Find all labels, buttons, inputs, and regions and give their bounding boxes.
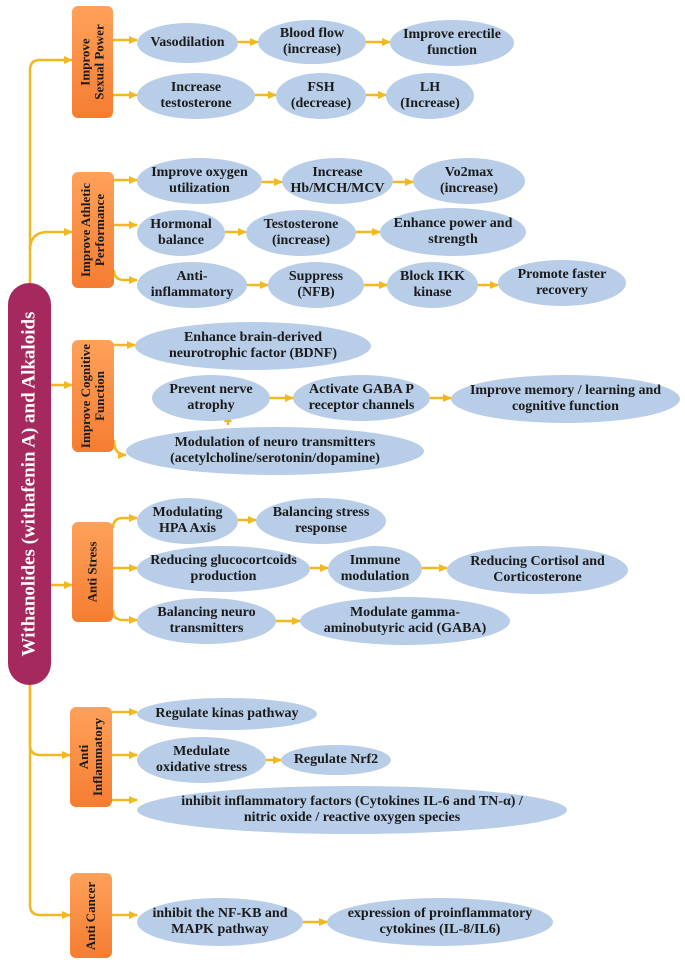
node-text: Enhance brain-derived neurotrophic facto… bbox=[169, 330, 337, 361]
node-text: inhibit the NF-KB and MAPK pathway bbox=[152, 906, 288, 937]
node-text: Balancing stress response bbox=[272, 505, 370, 536]
node-increase-testosterone: Increase testosterone bbox=[137, 73, 255, 119]
node-regulate-nrf2: Regulate Nrf2 bbox=[281, 745, 391, 775]
node-bdnf: Enhance brain-derived neurotrophic facto… bbox=[135, 322, 371, 370]
node-text: Reducing glucocortcoids production bbox=[150, 553, 297, 584]
node-text: Improve erectile function bbox=[403, 27, 501, 58]
node-testosterone-increase: Testosterone (increase) bbox=[246, 210, 356, 256]
category-cognitive-function: Improve Cognitive Function bbox=[72, 340, 114, 452]
node-prevent-nerve-atrophy: Prevent nerve atrophy bbox=[152, 375, 270, 421]
node-vasodilation: Vasodilation bbox=[137, 23, 238, 63]
node-immune-modulation: Immune modulation bbox=[328, 546, 422, 592]
node-glucocorticoids: Reducing glucocortcoids production bbox=[137, 546, 310, 592]
category-athletic-performance: Improve Athletic Performance bbox=[72, 172, 114, 288]
node-hpa-axis: Modulating HPA Axis bbox=[137, 498, 238, 544]
node-text: Prevent nerve atrophy bbox=[169, 382, 253, 413]
node-erectile-function: Improve erectile function bbox=[390, 20, 514, 66]
category-sexual-power: Improve Sexual Power bbox=[72, 6, 113, 118]
node-text: Modulating HPA Axis bbox=[152, 505, 223, 536]
node-neuro-transmitters-modulation: Modulation of neuro transmitters (acetyl… bbox=[126, 427, 424, 475]
node-text: LH (Increase) bbox=[400, 80, 460, 111]
node-text: Modulation of neuro transmitters (acetyl… bbox=[170, 435, 380, 466]
node-hormonal-balance: Hormonal balance bbox=[137, 210, 225, 256]
node-gaba-p-receptor: Activate GABA P receptor channels bbox=[293, 375, 430, 421]
category-anti-cancer: Anti Cancer bbox=[70, 873, 112, 958]
node-text: Enhance power and strength bbox=[393, 216, 513, 247]
category-label: Anti Inflammatory bbox=[76, 718, 105, 796]
node-stress-response: Balancing stress response bbox=[256, 498, 386, 544]
node-text: Improve memory / learning and cognitive … bbox=[469, 383, 662, 414]
node-text: Blood flow (increase) bbox=[279, 26, 345, 57]
category-label: Improve Athletic Performance bbox=[78, 183, 107, 277]
node-text: Testosterone (increase) bbox=[263, 217, 339, 248]
node-faster-recovery: Promote faster recovery bbox=[498, 260, 626, 306]
node-text: Hormonal balance bbox=[150, 217, 212, 248]
node-modulate-gaba: Modulate gamma- aminobutyric acid (GABA) bbox=[300, 597, 510, 645]
node-vo2max: Vo2max (increase) bbox=[413, 158, 525, 204]
node-enhance-power: Enhance power and strength bbox=[380, 208, 526, 256]
category-anti-inflammatory: Anti Inflammatory bbox=[70, 707, 112, 807]
node-suppress-nfb: Suppress (NFB) bbox=[268, 262, 364, 308]
root-compound-label: Withanolides (withafenin A) and Alkaloid… bbox=[8, 283, 51, 685]
node-reducing-cortisol: Reducing Cortisol and Corticosterone bbox=[447, 546, 628, 594]
node-text: Regulate Nrf2 bbox=[293, 752, 379, 767]
node-lh: LH (Increase) bbox=[386, 73, 474, 119]
node-text: Improve oxygen utilization bbox=[151, 165, 248, 196]
node-text: Regulate kinas pathway bbox=[155, 706, 299, 721]
node-text: expression of proinflammatory cytokines … bbox=[347, 906, 533, 937]
node-inhibit-nfkb: inhibit the NF-KB and MAPK pathway bbox=[137, 898, 303, 946]
node-block-ikk: Block IKK kinase bbox=[387, 262, 478, 308]
node-text: Promote faster recovery bbox=[517, 267, 607, 298]
category-label: Improve Sexual Power bbox=[77, 24, 107, 100]
node-oxygen-utilization: Improve oxygen utilization bbox=[137, 158, 262, 204]
node-text: Modulate gamma- aminobutyric acid (GABA) bbox=[323, 605, 487, 636]
node-text: inhibit inflammatory factors (Cytokines … bbox=[181, 794, 523, 825]
node-text: Vasodilation bbox=[150, 35, 225, 50]
node-hb-mch-mcv: Increase Hb/MCH/MCV bbox=[282, 158, 393, 204]
node-improve-memory: Improve memory / learning and cognitive … bbox=[451, 375, 680, 423]
node-proinflammatory-cytokines: expression of proinflammatory cytokines … bbox=[327, 898, 553, 946]
node-blood-flow: Blood flow (increase) bbox=[258, 20, 366, 64]
root-label-text: Withanolides (withafenin A) and Alkaloid… bbox=[18, 311, 40, 657]
node-text: Reducing Cortisol and Corticosterone bbox=[470, 554, 605, 585]
node-text: FSH (decrease) bbox=[290, 80, 352, 111]
node-text: Block IKK kinase bbox=[400, 269, 465, 300]
node-anti-inflammatory-effect: Anti- inflammatory bbox=[137, 262, 247, 308]
category-label: Anti Stress bbox=[84, 541, 100, 603]
node-oxidative-stress: Medulate oxidative stress bbox=[137, 737, 266, 783]
node-text: Increase Hb/MCH/MCV bbox=[290, 165, 385, 196]
node-fsh: FSH (decrease) bbox=[276, 73, 366, 119]
node-text: Anti- inflammatory bbox=[150, 269, 234, 300]
node-text: Balancing neuro transmitters bbox=[157, 605, 256, 636]
node-text: Vo2max (increase) bbox=[439, 165, 499, 196]
node-text: Medulate oxidative stress bbox=[155, 744, 248, 775]
category-label: Improve Cognitive Function bbox=[78, 343, 107, 449]
node-text: Suppress (NFB) bbox=[288, 269, 344, 300]
node-inhibit-inflammatory-factors: inhibit inflammatory factors (Cytokines … bbox=[137, 786, 567, 834]
category-label: Anti Cancer bbox=[83, 881, 98, 950]
node-text: Immune modulation bbox=[340, 553, 410, 584]
node-text: Activate GABA P receptor channels bbox=[308, 382, 415, 413]
node-balancing-neuro-transmitters: Balancing neuro transmitters bbox=[137, 598, 276, 644]
category-anti-stress: Anti Stress bbox=[72, 522, 113, 622]
node-regulate-kinas: Regulate kinas pathway bbox=[137, 698, 317, 730]
node-text: Increase testosterone bbox=[160, 80, 232, 111]
